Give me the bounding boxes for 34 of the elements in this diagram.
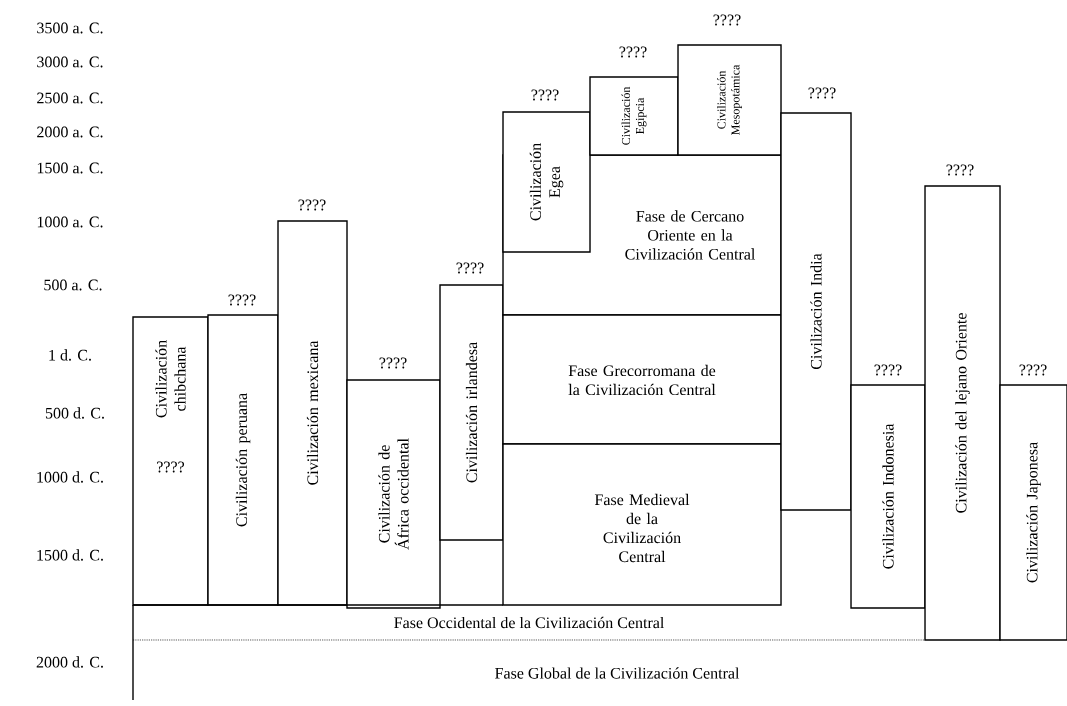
civilization-column: Civilización peruana — [207, 314, 279, 606]
civilization-column: Civilización Egea — [502, 111, 591, 253]
phase-band: Fase Occidental de la Civilización Central — [132, 604, 926, 641]
civilization-column: Civilización de África occidental — [346, 379, 441, 609]
date-label: 1 d. C. — [49, 349, 91, 361]
unknown-mark: ???? — [946, 164, 974, 176]
date-label: 1000 d. C. — [37, 471, 103, 483]
date-label: 3500 a. C. — [37, 22, 103, 34]
unknown-mark: ???? — [531, 89, 559, 101]
civilization-column: Civilización Mesopotámica — [677, 44, 782, 156]
unknown-mark: ???? — [808, 87, 836, 99]
date-label: 2000 d. C. — [36, 656, 103, 668]
date-label: 500 a. C. — [44, 279, 102, 291]
unknown-mark: ???? — [619, 46, 647, 58]
date-label: 2000 a. C. — [37, 126, 103, 138]
civilization-column: Civilización Egipcia — [589, 76, 679, 156]
civilization-column: Civilización mexicana — [277, 220, 348, 606]
civilization-column: Civilización Indonesia — [850, 384, 926, 609]
unknown-mark: ???? — [1019, 364, 1047, 376]
civilization-column: Civilización irlandesa — [439, 284, 504, 541]
date-label: 1500 a. C. — [37, 162, 103, 174]
unknown-mark: ???? — [228, 294, 256, 306]
civilization-column: Civilización Japonesa — [999, 384, 1067, 641]
date-label: 2500 a. C. — [37, 92, 103, 104]
unknown-mark: ???? — [298, 199, 326, 211]
date-label: 500 d. C. — [45, 407, 104, 419]
unknown-mark: ???? — [874, 364, 902, 376]
civilization-column: Civilización chibchana ???? — [132, 316, 209, 606]
unknown-mark: ???? — [379, 357, 407, 369]
date-label: 1500 d. C. — [37, 549, 103, 561]
date-label: 1000 a. C. — [37, 216, 103, 228]
unknown-mark: ???? — [456, 262, 484, 274]
date-label: 3000 a. C. — [37, 56, 103, 68]
unknown-mark: ???? — [713, 14, 741, 26]
